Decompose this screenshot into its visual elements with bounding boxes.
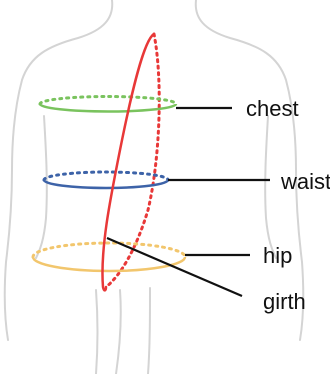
chest-loop-back [40, 97, 176, 104]
waist-loop-back [44, 172, 168, 180]
hip-loop-front [33, 257, 185, 271]
chest-loop-front [40, 104, 176, 112]
waist-loop-front [44, 180, 168, 188]
torso-silhouette [5, 0, 304, 374]
chest-measurement [40, 97, 176, 112]
girth-label: girth [263, 289, 306, 314]
waist-label: waist [280, 169, 330, 194]
chest-label: chest [246, 96, 299, 121]
girth-leader-line [107, 238, 242, 296]
girth-loop-front [102, 34, 154, 290]
waist-measurement [44, 172, 168, 188]
hip-label: hip [263, 243, 292, 268]
hip-loop-back [33, 243, 185, 257]
hip-measurement [33, 243, 185, 271]
